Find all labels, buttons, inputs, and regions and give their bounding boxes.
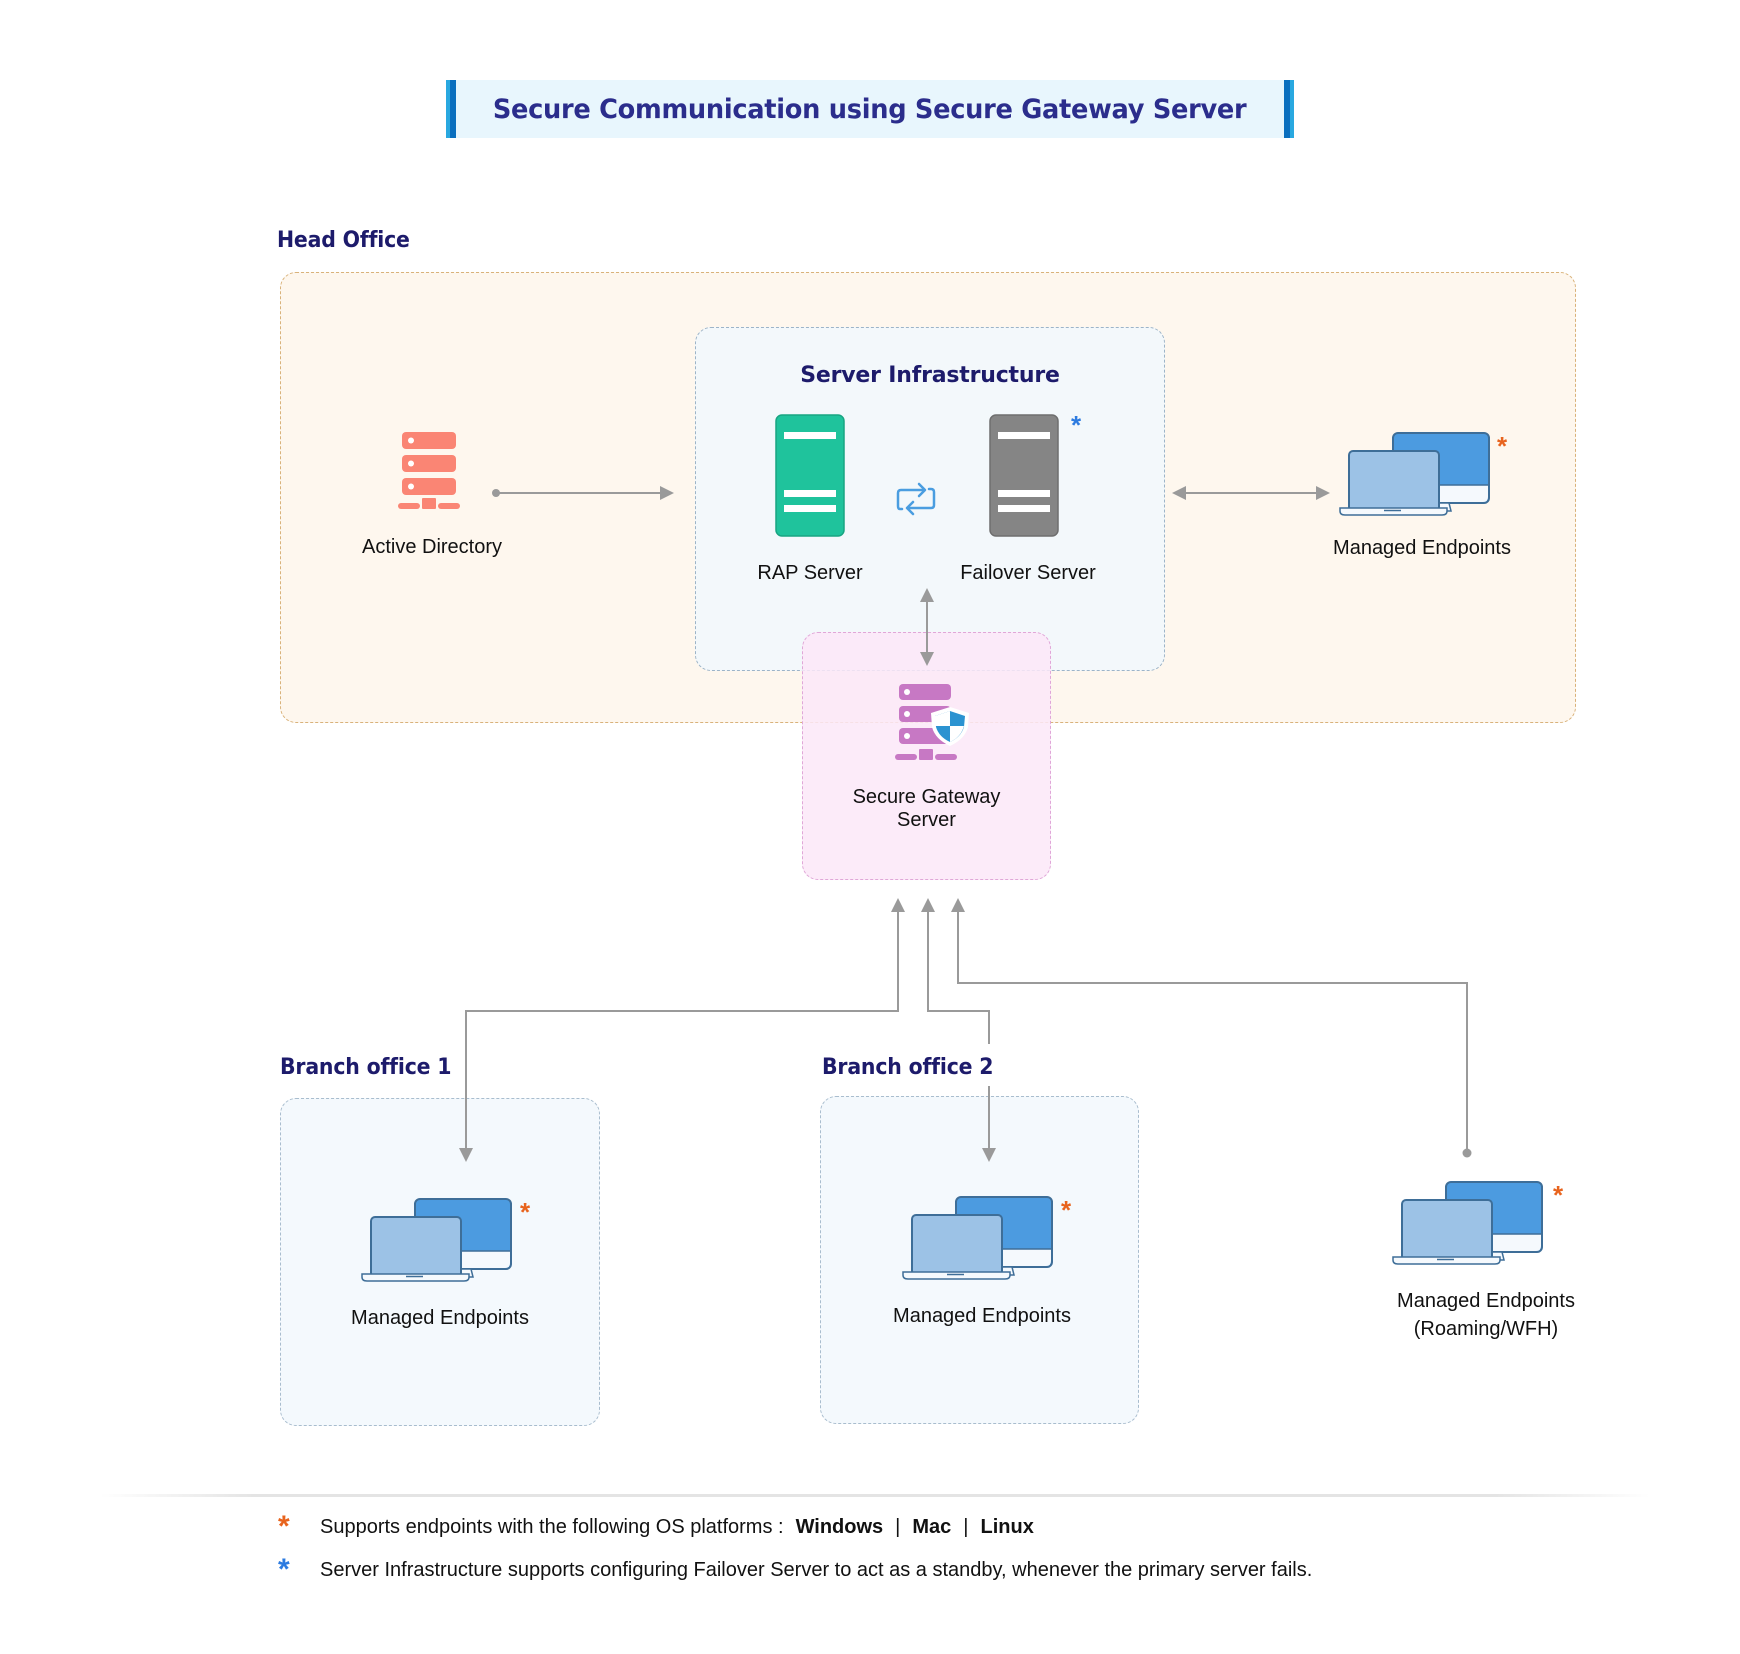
connector-infra-gateway bbox=[920, 588, 934, 666]
branch-2-endpoints-label: Managed Endpoints bbox=[893, 1305, 1071, 1327]
endpoint-icon-part bbox=[1392, 1256, 1501, 1265]
connector-infra-endpoints bbox=[1172, 486, 1330, 500]
roaming-endpoints-label-line1: Managed Endpoints bbox=[1397, 1290, 1575, 1312]
blue-asterisk-icon: * bbox=[278, 1553, 290, 1586]
rap-server-label: RAP Server bbox=[757, 562, 863, 584]
legend-failover: * Server Infrastructure supports configu… bbox=[278, 1555, 1312, 1585]
endpoint-icon-part bbox=[1401, 1199, 1493, 1261]
rap-server-icon bbox=[775, 414, 845, 537]
branch-2-endpoints-asterisk: * bbox=[1061, 1195, 1072, 1225]
banner-right-accent bbox=[1284, 80, 1294, 138]
failover-server-label: Failover Server bbox=[960, 562, 1096, 584]
legend-failover-text: Server Infrastructure supports configuri… bbox=[320, 1558, 1313, 1581]
active-directory-label: Active Directory bbox=[361, 536, 503, 558]
platform-linux: Linux bbox=[980, 1515, 1034, 1538]
platform-mac: Mac bbox=[912, 1515, 952, 1538]
branch-office-1-title: Branch office 1 bbox=[280, 1055, 452, 1080]
connector-ad-to-infra bbox=[492, 486, 674, 500]
secure-gateway-label-line2: Server bbox=[897, 809, 956, 831]
legend-os-text: Supports endpoints with the following OS… bbox=[320, 1515, 784, 1538]
endpoint-icon-part bbox=[361, 1273, 470, 1282]
page-title: Secure Communication using Secure Gatewa… bbox=[493, 93, 1247, 125]
secure-gateway-icon bbox=[895, 684, 969, 760]
branch-1-endpoints-asterisk: * bbox=[520, 1197, 531, 1227]
head-office-endpoints-asterisk: * bbox=[1497, 431, 1508, 461]
head-office-title: Head Office bbox=[277, 228, 410, 253]
failover-asterisk-marker: * bbox=[1071, 410, 1082, 440]
platform-separator: | bbox=[895, 1515, 901, 1538]
endpoint-icon-part bbox=[1339, 507, 1448, 516]
active-directory-icon bbox=[398, 432, 460, 509]
branch-1-endpoints-icon bbox=[361, 1198, 512, 1282]
connector-branch2-gateway bbox=[921, 898, 996, 1162]
branch-office-2-title: Branch office 2 bbox=[822, 1055, 994, 1080]
sync-arrows-icon bbox=[896, 482, 936, 516]
roaming-endpoints-asterisk: * bbox=[1553, 1180, 1564, 1210]
connector-branch1-gateway bbox=[459, 898, 905, 1162]
title-banner: Secure Communication using Secure Gatewa… bbox=[446, 80, 1294, 138]
banner-left-accent bbox=[446, 80, 456, 138]
platform-separator: | bbox=[963, 1515, 969, 1538]
orange-asterisk-icon: * bbox=[278, 1510, 290, 1543]
endpoint-icon-part bbox=[370, 1216, 462, 1278]
roaming-endpoints-icon bbox=[1392, 1181, 1543, 1265]
endpoint-icon-part bbox=[911, 1214, 1003, 1276]
endpoint-icon-part bbox=[1348, 450, 1440, 512]
platform-windows: Windows bbox=[795, 1515, 884, 1538]
branch-2-endpoints-icon bbox=[902, 1196, 1053, 1280]
failover-server-icon bbox=[989, 414, 1059, 537]
branch-1-endpoints-label: Managed Endpoints bbox=[351, 1307, 529, 1329]
roaming-endpoints-label-line2: (Roaming/WFH) bbox=[1413, 1318, 1559, 1340]
legend-os-platforms: * Supports endpoints with the following … bbox=[278, 1512, 1034, 1542]
legend-separator bbox=[100, 1494, 1650, 1497]
head-office-endpoints-icon bbox=[1339, 432, 1490, 516]
secure-gateway-label-line1: Secure Gateway bbox=[852, 786, 1001, 808]
server-infrastructure-container bbox=[695, 327, 1165, 671]
endpoint-icon-part bbox=[902, 1271, 1011, 1280]
head-office-endpoints-label: Managed Endpoints bbox=[1333, 537, 1511, 559]
connector-roaming-gateway bbox=[951, 898, 1472, 1158]
server-infrastructure-title: Server Infrastructure bbox=[800, 363, 1060, 388]
